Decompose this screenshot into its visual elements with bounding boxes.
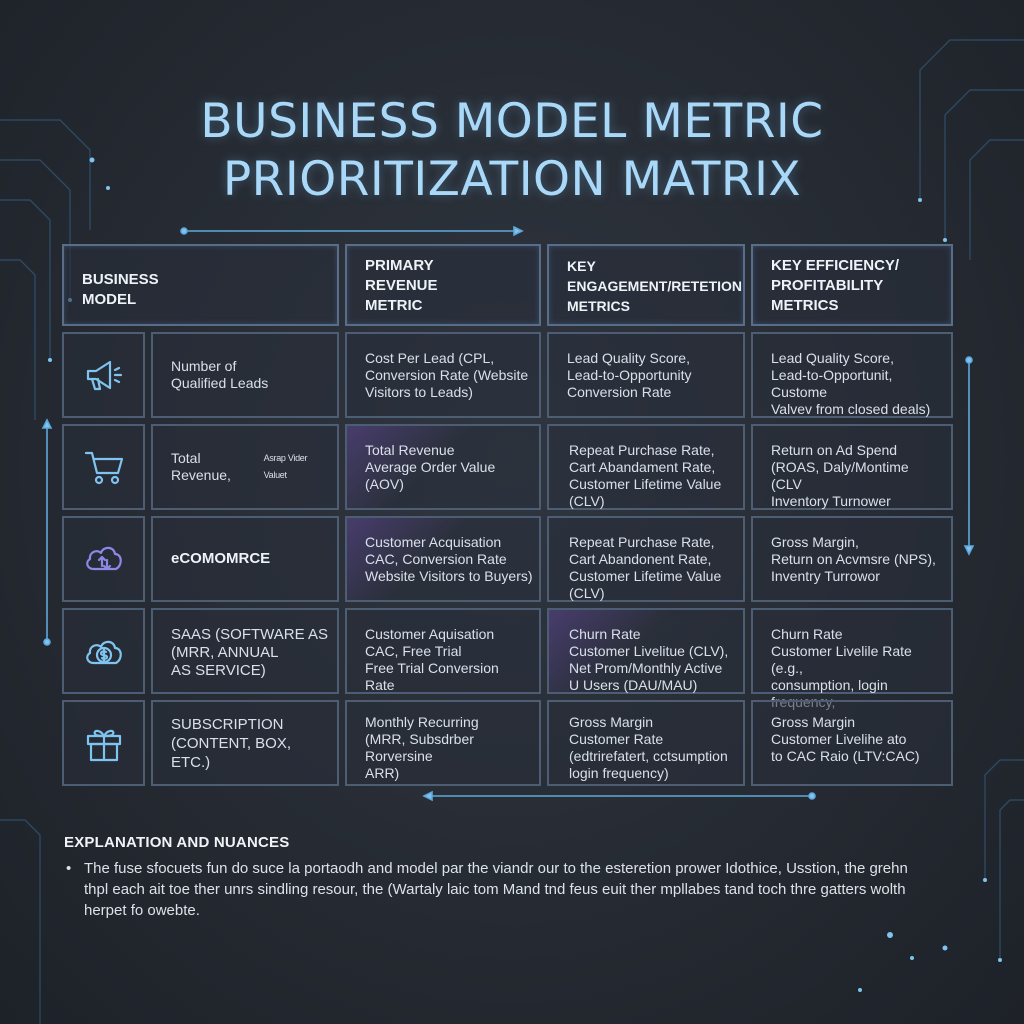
row-5-primary: Monthly Recurring (MRR, Subsdrber Rorver… — [345, 700, 541, 786]
explanation-title: EXPLANATION AND NUANCES — [64, 834, 290, 851]
title-line-2: PRIORITIZATION MATRIX — [222, 152, 802, 208]
row-5-icon-cell — [62, 700, 145, 786]
row-5-model-text: SUBSCRIPTION (CONTENT, BOX, ETC.) — [171, 715, 292, 771]
row-2-model: Total Revenue, Asrap Vider Valuet — [151, 424, 339, 510]
row-5-model: SUBSCRIPTION (CONTENT, BOX, ETC.) — [151, 700, 339, 786]
page-title: BUSINESS MODEL METRIC PRIORITIZATION MAT… — [0, 93, 1024, 209]
megaphone-icon — [86, 360, 122, 391]
row-2-model-small: Asrap Vider Valuet — [263, 453, 308, 480]
row-2-primary: Total Revenue Average Order Value (AOV) — [345, 424, 541, 510]
row-4-primary: Customer Aquisation CAC, Free Trial Free… — [345, 608, 541, 694]
row-1-primary: Cost Per Lead (CPL, Conversion Rate (Web… — [345, 332, 541, 418]
header-engagement: KEY ENGAGEMENT/RETETION METRICS — [547, 244, 745, 326]
row-5-engagement: Gross Margin Customer Rate (edtrirefater… — [547, 700, 745, 786]
row-1-efficiency: Lead Quality Score, Lead-to-Opportunit, … — [751, 332, 953, 418]
row-4-engagement: Churn Rate Customer Livelitue (CLV), Net… — [547, 608, 745, 694]
row-3-icon-cell — [62, 516, 145, 602]
row-4-efficiency: Churn Rate Customer Livelile Rate (e.g.,… — [751, 608, 953, 710]
header-business-model: BUSINESS MODEL — [62, 244, 339, 326]
row-1-engagement: Lead Quality Score, Lead-to-Opportunity … — [547, 332, 745, 418]
cloud-dollar-icon — [85, 640, 122, 665]
header-efficiency: KEY EFFICIENCY/ PROFITABILITY METRICS — [751, 244, 953, 326]
explanation-list: The fuse sfocuets fun do suce la portaod… — [64, 858, 924, 921]
row-2-icon-cell — [62, 424, 145, 510]
row-3-primary: Customer Acquisation CAC, Conversion Rat… — [345, 516, 541, 602]
row-4-model: SAAS (SOFTWARE AS (MRR, ANNUAL AS SERVIC… — [151, 608, 339, 694]
row-1-model: Number of Qualified Leads — [151, 332, 339, 418]
row-2-model-main: Total Revenue, — [171, 450, 231, 483]
cloud-sync-icon — [85, 546, 122, 571]
row-3-engagement: Repeat Purchase Rate, Cart Abandonent Ra… — [547, 516, 745, 602]
shopping-cart-icon — [84, 451, 123, 485]
gift-box-icon — [86, 729, 121, 762]
explanation-bullet: The fuse sfocuets fun do suce la portaod… — [64, 858, 924, 921]
row-1-icon-cell — [62, 332, 145, 418]
row-4-icon-cell — [62, 608, 145, 694]
row-2-engagement: Repeat Purchase Rate, Cart Abandament Ra… — [547, 424, 745, 510]
row-3-model: eCOMOMRCE — [151, 516, 339, 602]
row-5-efficiency: Gross Margin Customer Livelihe ato to CA… — [751, 700, 953, 786]
row-3-efficiency: Gross Margin, Return on Acvmsre (NPS), I… — [751, 516, 953, 602]
row-2-efficiency: Return on Ad Spend (ROAS, Daly/Montime (… — [751, 424, 953, 510]
title-line-1: BUSINESS MODEL METRIC — [200, 94, 824, 150]
header-primary-revenue: PRIMARY REVENUE METRIC — [345, 244, 541, 326]
